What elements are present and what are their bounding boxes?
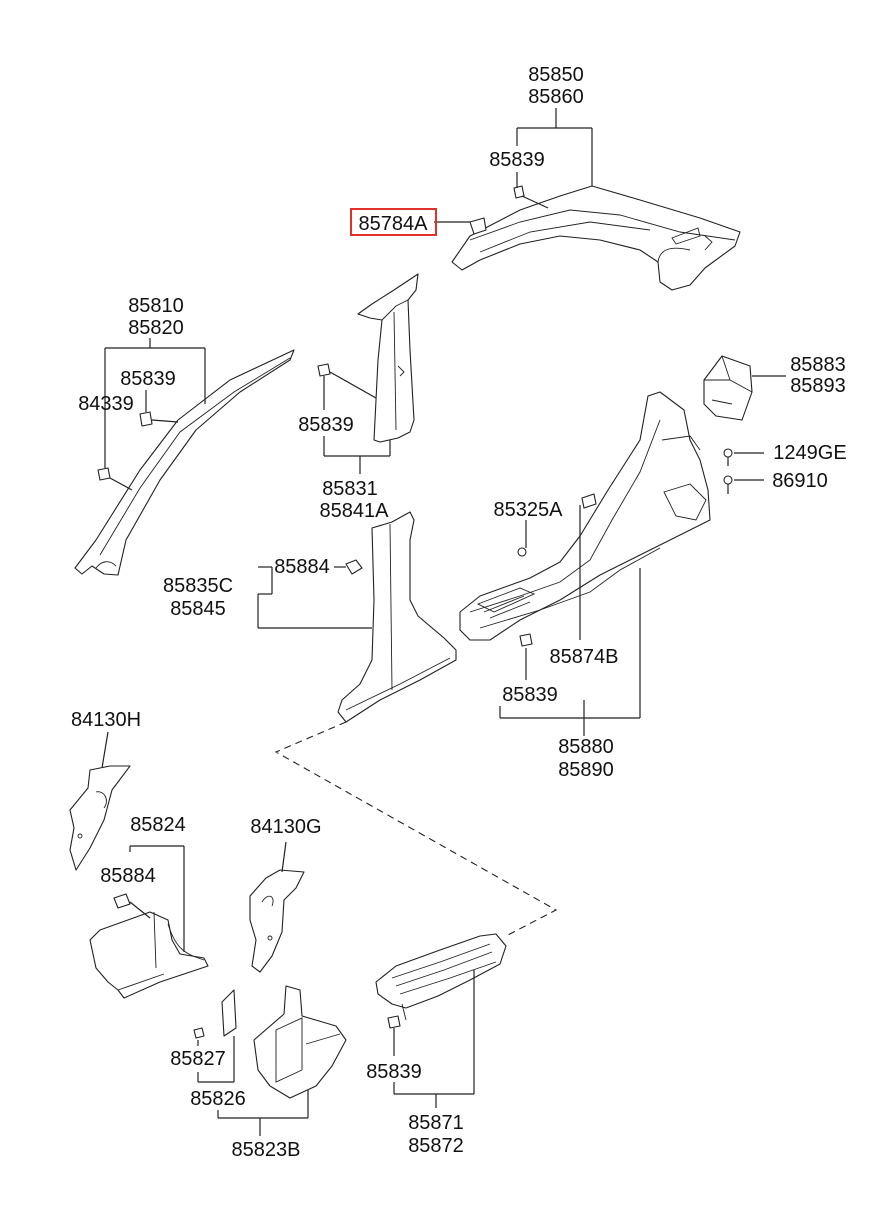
leaders-kick-panel [197, 1036, 309, 1136]
label-85872[interactable]: 85872 [408, 1135, 464, 1157]
label-85831[interactable]: 85831 [322, 478, 378, 500]
leader-84130G [281, 841, 287, 873]
rear-quarter-trim-assembly [451, 185, 741, 291]
label-85850[interactable]: 85850 [528, 64, 584, 86]
label-85839-b[interactable]: 85839 [298, 414, 354, 436]
leaders-a-pillar [104, 338, 206, 491]
label-1249GE[interactable]: 1249GE [773, 442, 846, 464]
b-pillar-upper-trim [317, 273, 419, 443]
trim-block-85883 [703, 355, 753, 421]
kick-panel-85823B [193, 985, 347, 1099]
leaders-85871 [393, 970, 475, 1108]
label-85874B[interactable]: 85874B [550, 646, 619, 668]
label-85839-c[interactable]: 85839 [502, 684, 558, 706]
cowl-side-trim-85824 [89, 893, 209, 999]
label-85883[interactable]: 85883 [790, 354, 846, 376]
screws-right [723, 448, 733, 494]
leaders-top [434, 108, 593, 223]
insulator-84130G [249, 869, 305, 973]
leaders-85824 [129, 845, 185, 952]
leaders-b-pillar-upper [323, 371, 391, 474]
label-84130G[interactable]: 84130G [250, 816, 321, 838]
label-85823B[interactable]: 85823B [232, 1139, 301, 1161]
label-85845[interactable]: 85845 [170, 598, 226, 620]
label-85884-a[interactable]: 85884 [274, 556, 330, 578]
label-85784A[interactable]: 85784A [359, 213, 429, 235]
dashed-connector [274, 721, 558, 937]
rear-side-trim-assembly [459, 391, 711, 647]
label-85884-b[interactable]: 85884 [100, 865, 156, 887]
label-85871[interactable]: 85871 [408, 1112, 464, 1134]
label-85325A[interactable]: 85325A [494, 499, 564, 521]
label-85860[interactable]: 85860 [528, 86, 584, 108]
label-85835C[interactable]: 85835C [163, 575, 233, 597]
label-85820[interactable]: 85820 [128, 317, 184, 339]
highlight-box-85784A [350, 208, 437, 236]
a-pillar-trim [74, 349, 295, 576]
callout-labels: 85850 85860 85839 85784A 85810 85820 858… [71, 64, 847, 1161]
label-85841A[interactable]: 85841A [320, 500, 390, 522]
label-85880[interactable]: 85880 [558, 736, 614, 758]
insulator-84130H [69, 765, 131, 871]
label-84130H[interactable]: 84130H [71, 709, 141, 731]
label-85824[interactable]: 85824 [130, 814, 186, 836]
label-84339[interactable]: 84339 [78, 393, 134, 415]
label-85890[interactable]: 85890 [558, 759, 614, 781]
leaders-right [499, 375, 786, 736]
label-86910[interactable]: 86910 [772, 470, 828, 492]
label-85893[interactable]: 85893 [790, 375, 846, 397]
b-pillar-lower-trim [337, 511, 457, 723]
label-85826[interactable]: 85826 [190, 1088, 246, 1110]
label-85839-d[interactable]: 85839 [366, 1061, 422, 1083]
scuff-plate-85871 [375, 933, 507, 1029]
leaders-b-pillar-lower [257, 566, 372, 629]
label-85839-a[interactable]: 85839 [120, 368, 176, 390]
label-85839-top[interactable]: 85839 [489, 149, 545, 171]
label-85827[interactable]: 85827 [170, 1048, 226, 1070]
label-85810[interactable]: 85810 [128, 295, 184, 317]
leader-84130H [101, 731, 109, 769]
